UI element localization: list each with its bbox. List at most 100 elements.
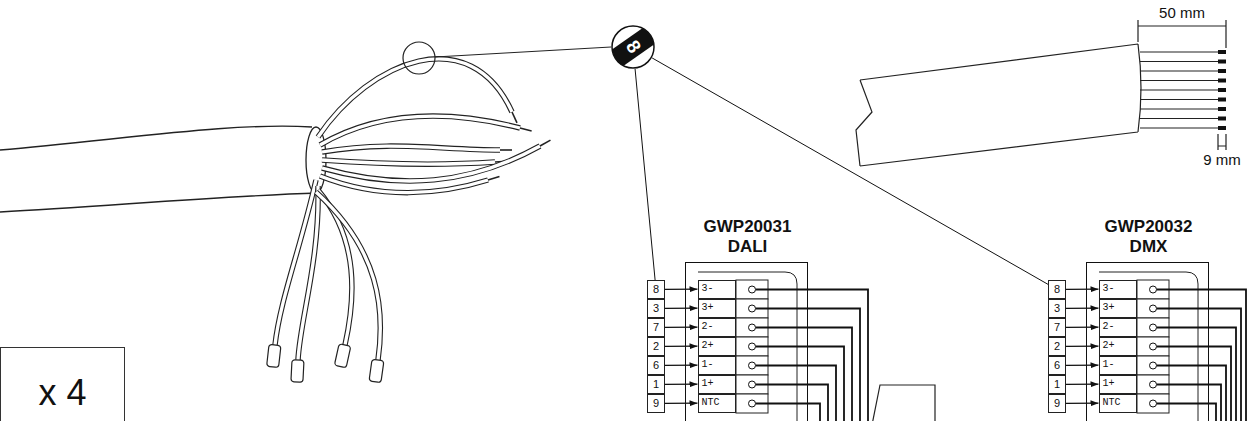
wire-outline — [322, 160, 495, 164]
terminal-label: 1- — [702, 359, 714, 371]
pin-cell: 8 — [647, 280, 665, 299]
terminal-wire — [756, 328, 853, 421]
wire-outline — [275, 180, 316, 345]
pin-number: 8 — [1054, 283, 1060, 296]
strip-wire — [1140, 51, 1218, 52]
wire-fill — [318, 59, 512, 137]
pin-arrow — [1066, 384, 1099, 385]
strip-wire — [1140, 89, 1218, 90]
pin-cell: 3 — [647, 299, 665, 318]
screw-terminal — [1150, 400, 1157, 407]
wire-fill — [320, 176, 488, 193]
terminal-cell: 3- — [698, 280, 736, 299]
screw-terminal — [1150, 362, 1157, 369]
wire-bare-end — [512, 112, 517, 123]
pin-cell: 7 — [1048, 318, 1066, 337]
terminal-cell: 2- — [1099, 318, 1137, 337]
pin-cell: 2 — [647, 337, 665, 356]
terminal-wire — [1157, 385, 1222, 421]
wire-outline — [320, 176, 488, 193]
pin-arrow — [665, 327, 698, 328]
screw-terminal — [1150, 324, 1157, 331]
pin-cell: 3 — [1048, 299, 1066, 318]
terminal-label: 2- — [702, 321, 714, 333]
pin-arrow — [1066, 346, 1099, 347]
pin-cell: 6 — [647, 356, 665, 375]
screw-terminal — [749, 381, 756, 388]
wire-outline — [320, 116, 520, 145]
pin-arrow — [665, 289, 698, 290]
wire-fill — [320, 116, 520, 145]
screw-terminal — [1150, 286, 1157, 293]
pin-arrow — [1066, 327, 1099, 328]
terminal-wire — [756, 290, 869, 421]
screw-terminal — [749, 324, 756, 331]
strip-wire-tip — [1218, 60, 1226, 64]
leader-line — [652, 58, 1048, 284]
part-heading: DALI — [656, 237, 839, 257]
strip-wire — [1140, 118, 1218, 119]
wire-fill — [316, 192, 380, 360]
terminal-label: 3+ — [702, 302, 714, 314]
pin-number: 1 — [653, 378, 659, 391]
pin-number: 3 — [653, 302, 659, 315]
strip-wire-tip — [1218, 98, 1226, 102]
wire-fill — [322, 146, 540, 181]
terminal-cell: 1+ — [698, 375, 736, 394]
pin-number: 8 — [653, 283, 659, 296]
pin-arrow — [665, 365, 698, 366]
wire-marker-band — [611, 25, 655, 69]
wire-outline — [322, 146, 540, 181]
part-heading: DMX — [1057, 237, 1240, 257]
cable-jacket-bottom — [0, 193, 318, 212]
wire-outline — [316, 192, 380, 360]
terminal-label: NTC — [1103, 397, 1121, 409]
pin-number: 6 — [1054, 359, 1060, 372]
detail-circle — [403, 42, 435, 74]
terminal-cell: 3+ — [1099, 299, 1137, 318]
pin-number: 9 — [653, 397, 659, 410]
terminal-wire — [1157, 404, 1217, 421]
part-heading: GWP20031 — [656, 217, 839, 237]
strip-wire-tip — [1218, 126, 1226, 130]
strip-wire — [1140, 61, 1218, 62]
pin-cell: 6 — [1048, 356, 1066, 375]
terminal-label: 2- — [1103, 321, 1115, 333]
pin-number: 2 — [1054, 340, 1060, 353]
terminal-cell: 2+ — [1099, 337, 1137, 356]
screw-terminal — [749, 286, 756, 293]
cable-jacket-top — [0, 126, 312, 150]
terminal-label: 1- — [1103, 359, 1115, 371]
terminal-cell: 3- — [1099, 280, 1137, 299]
terminal-label: NTC — [702, 397, 720, 409]
screw-terminal — [1150, 381, 1157, 388]
wire-outline — [318, 59, 512, 137]
terminal-label: 3- — [1103, 283, 1115, 295]
wire-outline — [322, 146, 500, 152]
pin-cell: 1 — [647, 375, 665, 394]
pin-number: 6 — [653, 359, 659, 372]
screw-terminal — [1150, 305, 1157, 312]
screw-terminal — [749, 400, 756, 407]
wire-outline — [298, 186, 318, 360]
wire-fill — [322, 160, 495, 164]
pin-arrow — [665, 384, 698, 385]
pin-cell: 9 — [647, 394, 665, 413]
terminal-label: 2+ — [1103, 340, 1115, 352]
pin-number: 9 — [1054, 397, 1060, 410]
screw-terminal — [749, 305, 756, 312]
pin-arrow — [1066, 403, 1099, 404]
wire-marker-callout: 8 — [611, 25, 655, 69]
terminal-block: GWP20032DMX3-3+2-2+1-1+NTC — [1086, 262, 1209, 421]
terminal-cell: NTC — [1099, 394, 1137, 413]
cable-connector — [872, 385, 935, 421]
terminal-label: 1+ — [1103, 378, 1115, 390]
terminal-label: 1+ — [702, 378, 714, 390]
strip-wire-tip — [1218, 107, 1226, 111]
pin-number: 3 — [1054, 302, 1060, 315]
terminal-wire — [756, 385, 829, 421]
strip-wire-tip — [1218, 69, 1226, 73]
terminal-wire — [1157, 290, 1247, 421]
wire-bare-end — [488, 176, 499, 180]
